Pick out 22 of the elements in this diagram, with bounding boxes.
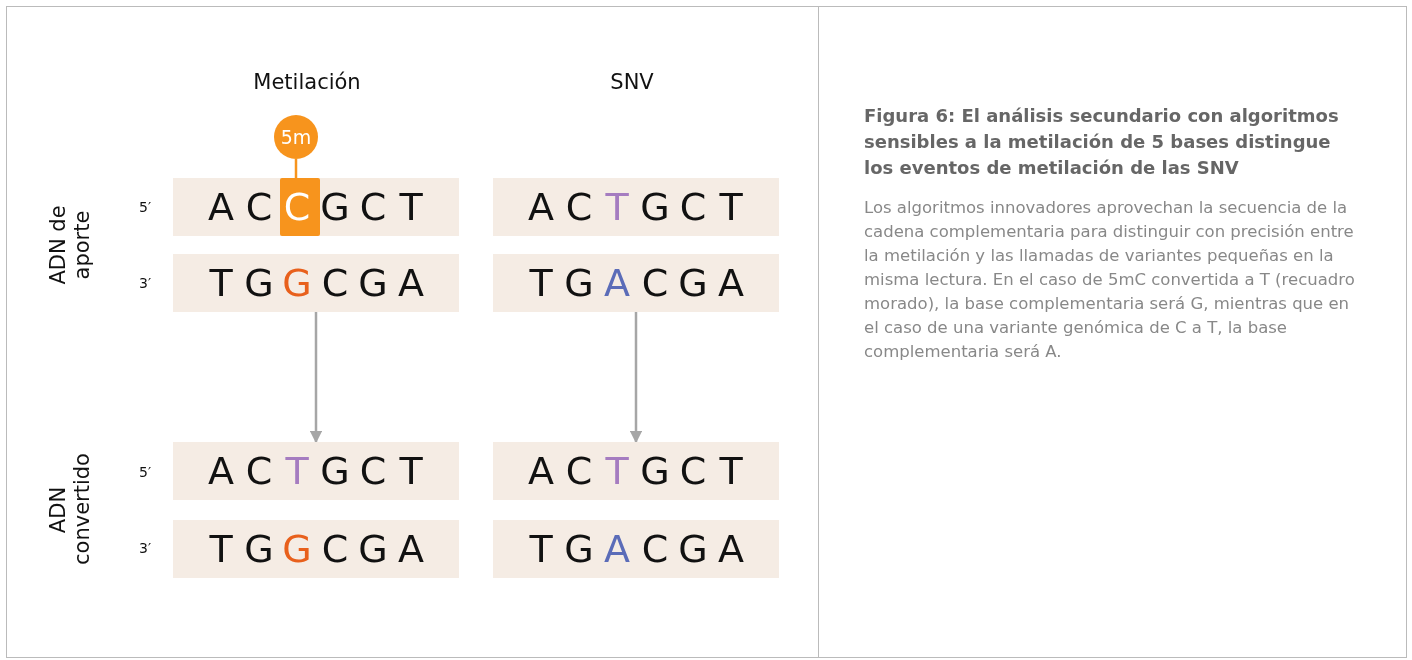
- arrow: [629, 312, 643, 444]
- strand-end-label: 3′: [139, 540, 152, 556]
- dna-sequence: T G G C G A: [173, 254, 459, 312]
- figure-caption: Los algoritmos innovadores aprovechan la secuencia de la cadena complementaria para distinguir con precisión entre la metilación y las llamadas de variantes pequeñas en la misma lectura. En el caso de 5mC convertida a T (recuadro morado), la base complementaria será G, mientras que en el caso de una variante genómica de C a T, la base complementaria será A.: [864, 197, 1356, 363]
- dna-sequence: A C T G C T: [493, 178, 779, 236]
- marker-circle: 5m: [274, 115, 318, 159]
- strand-end-label: 3′: [139, 275, 152, 291]
- dna-sequence: T G A C G A: [493, 520, 779, 578]
- dna-sequence: A C T G C T: [493, 442, 779, 500]
- arrow: [309, 312, 323, 444]
- connector-line: [294, 159, 298, 178]
- column-heading: Metilación: [253, 70, 361, 94]
- figure-title: Figura 6: El análisis secundario con algoritmos sensibles a la metilación de 5 bases distingue los eventos de metilación de las SNV: [864, 104, 1340, 180]
- strand-end-label: 5′: [139, 464, 152, 480]
- dna-sequence: A C T G C T: [173, 442, 459, 500]
- dna-sequence: A C C G C T: [173, 178, 459, 236]
- dna-sequence: T G G C G A: [173, 520, 459, 578]
- row-heading: ADN convertido: [46, 455, 94, 565]
- row-heading: ADN de aporte: [46, 204, 94, 287]
- column-heading: SNV: [610, 70, 654, 94]
- dna-sequence: T G A C G A: [493, 254, 779, 312]
- strand-end-label: 5′: [139, 199, 152, 215]
